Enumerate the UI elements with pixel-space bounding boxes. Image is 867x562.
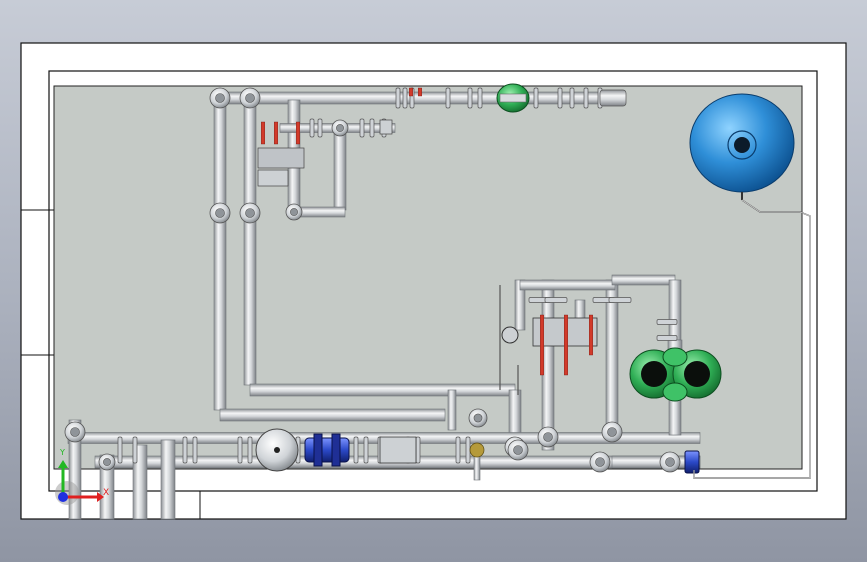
y-axis-arrowhead [58,460,68,468]
flange-ring[interactable] [608,297,632,303]
valve-body[interactable] [379,119,393,135]
fittings[interactable] [64,87,681,473]
red-valve-stem[interactable] [589,314,594,356]
red-valve-stem[interactable] [564,314,569,376]
pipe-segment[interactable] [574,299,586,321]
pipe-flange-bore[interactable] [215,208,225,218]
flange-ring[interactable] [132,436,138,464]
twin-pump[interactable] [629,347,722,402]
pipe-flange-bore[interactable] [215,93,225,103]
flange-ring[interactable] [402,87,408,109]
blue-flange-right[interactable] [684,450,700,474]
z-axis-dot [58,492,68,502]
flange-ring[interactable] [353,436,359,464]
x-axis-label: X [103,488,109,498]
pipe-segment[interactable] [611,274,676,286]
red-valve-stem[interactable] [274,121,279,145]
pipe-segment[interactable] [249,383,516,397]
expansion-tank[interactable] [689,93,795,200]
pipe-flange-bore[interactable] [607,427,617,437]
pipe-segment[interactable] [219,408,446,422]
flange-ring[interactable] [477,87,483,109]
flange-ring[interactable] [363,436,369,464]
green-valve[interactable] [496,83,530,113]
red-valve-stem[interactable] [261,121,266,145]
flange-ring[interactable] [317,118,323,138]
pipe-segment[interactable] [605,279,619,438]
pipe-flange-bore[interactable] [513,445,523,455]
flange-ring[interactable] [467,87,473,109]
pipe-segment[interactable] [132,444,148,520]
red-valve-stem[interactable] [540,314,545,376]
flange-ring[interactable] [415,436,421,464]
y-axis-label: Y [59,448,65,457]
pipe-flange-bore[interactable] [336,124,344,132]
x-axis-arrowhead [97,492,104,502]
pipe-segment[interactable] [243,97,257,216]
valve-body[interactable] [379,436,417,464]
red-valve-stem[interactable] [418,87,423,97]
flange-ring[interactable] [445,87,451,109]
flange-ring[interactable] [309,118,315,138]
flange-ring[interactable] [544,297,568,303]
pipe-segment[interactable] [333,124,347,211]
outer-wall-outline [48,70,818,492]
red-valve-stem[interactable] [296,121,301,145]
red-valve-stem[interactable] [409,87,414,97]
blue-valve[interactable] [304,433,350,467]
view-triad: X Y [55,448,109,505]
flange-ring[interactable] [533,87,539,109]
flange-ring[interactable] [395,87,401,109]
pipe-segment[interactable] [213,97,227,216]
pipe-flange-bore[interactable] [70,427,80,437]
flange-ring[interactable] [359,118,365,138]
pipe-segment[interactable] [447,389,457,431]
pipe-flange-bore[interactable] [103,458,111,466]
pipe-flange-bore[interactable] [473,413,483,423]
gauge[interactable] [469,442,485,458]
pipe-flange-bore[interactable] [245,208,255,218]
flow-meter[interactable] [255,428,299,472]
flange-ring[interactable] [192,436,198,464]
valve-body[interactable] [257,169,289,187]
flange-ring[interactable] [455,436,461,464]
pipe-flange-bore[interactable] [595,457,605,467]
pipe-flange-bore[interactable] [543,432,553,442]
flange-ring[interactable] [117,436,123,464]
flange-ring[interactable] [465,436,471,464]
pipe-segment[interactable] [213,214,227,411]
pipe-segment[interactable] [160,439,176,520]
flange-ring[interactable] [557,87,563,109]
pipe-flange-bore[interactable] [245,93,255,103]
sensor[interactable] [501,326,519,344]
pipe-segment[interactable] [473,454,481,481]
flange-ring[interactable] [237,436,243,464]
flange-ring[interactable] [656,335,678,341]
flange-ring[interactable] [569,87,575,109]
valve-body[interactable] [257,147,305,169]
pipe-flange-bore[interactable] [290,208,298,216]
end-cap[interactable] [599,89,627,107]
flange-ring[interactable] [369,118,375,138]
pipe-segment[interactable] [668,279,682,341]
flange-ring[interactable] [656,319,678,325]
flange-ring[interactable] [182,436,188,464]
flange-ring[interactable] [247,436,253,464]
pipe-segment[interactable] [519,279,616,291]
flange-ring[interactable] [583,87,589,109]
pipe-segment[interactable] [243,214,257,386]
pipe-flange-bore[interactable] [665,457,675,467]
